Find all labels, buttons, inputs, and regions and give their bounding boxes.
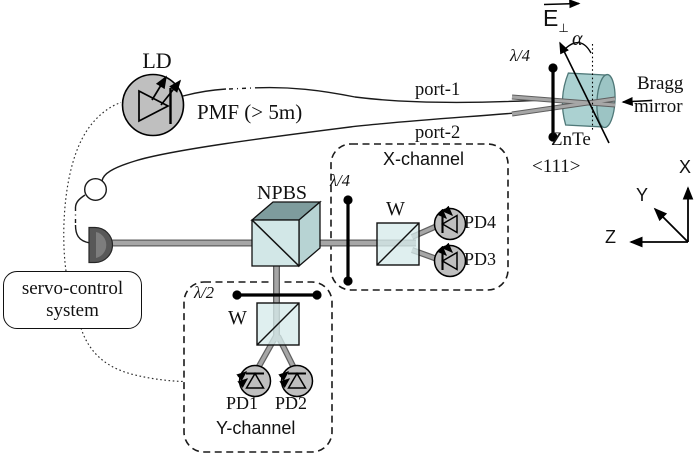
label-port-1: port-1 (415, 80, 461, 100)
label-pd1: PD1 (226, 393, 259, 413)
label-wollaston-x: W (386, 198, 405, 220)
label-bragg: Bragg (637, 73, 684, 94)
label-crystal-orientation: <111> (532, 156, 581, 177)
label-mirror: mirror (634, 96, 683, 117)
wollaston-prism-y (256, 302, 300, 346)
label-pd2: PD2 (275, 393, 308, 413)
label-pd3: PD3 (464, 249, 497, 269)
label-axis-x: X (679, 157, 692, 177)
label-znte: ZnTe (551, 129, 591, 150)
pmf-fiber-port2 (74, 109, 553, 244)
fiber-loop (83, 177, 107, 201)
x-channel-box (330, 143, 509, 291)
pmf-fiber-port1 (182, 86, 553, 104)
label-e-perp: E⊥ (543, 6, 569, 35)
servo-control-box: servo-control system (3, 271, 142, 329)
label-port-2: port-2 (415, 123, 461, 143)
label-alpha: α (572, 28, 583, 50)
label-quarter-waveplate-top: λ/4 (510, 46, 530, 65)
label-quarter-waveplate-x: λ/4 (330, 171, 350, 190)
quarter-waveplate-x-icon (343, 195, 353, 286)
beam-outlines (112, 94, 616, 370)
servo-box-line2: system (46, 300, 99, 321)
label-npbs: NPBS (257, 182, 308, 204)
bragg-mirror-arrow (621, 96, 652, 106)
laser-diode-icon (121, 73, 185, 137)
half-waveplate-y-icon (232, 290, 322, 300)
e-perp-subscript: ⊥ (558, 21, 569, 35)
collimator-icon (88, 226, 114, 264)
label-y-channel: Y-channel (216, 418, 296, 438)
label-axis-y: Y (636, 185, 649, 205)
label-half-waveplate-y: λ/2 (194, 283, 214, 302)
e-field-annotation (543, 0, 610, 144)
servo-connection-lines (63, 101, 185, 383)
label-pmf: PMF (> 5m) (197, 100, 303, 124)
label-pd4: PD4 (464, 212, 497, 232)
photodiode-pd1-icon (236, 364, 272, 398)
servo-box-line1: servo-control (21, 278, 124, 299)
label-x-channel: X-channel (383, 149, 465, 169)
photodiode-pd2-icon (278, 364, 314, 398)
label-wollaston-y: W (228, 307, 247, 329)
wollaston-prism-x (376, 222, 420, 266)
photodiode-pd4-icon (433, 205, 467, 241)
quarter-waveplate-top-icon (548, 63, 558, 142)
label-ld: LD (142, 48, 172, 73)
photodiode-pd3-icon (433, 242, 467, 278)
npbs-cube (250, 200, 322, 268)
label-axis-z: Z (605, 227, 616, 247)
coordinate-axes (629, 186, 694, 248)
beam-cores (112, 95, 616, 369)
e-symbol: E (543, 5, 559, 31)
